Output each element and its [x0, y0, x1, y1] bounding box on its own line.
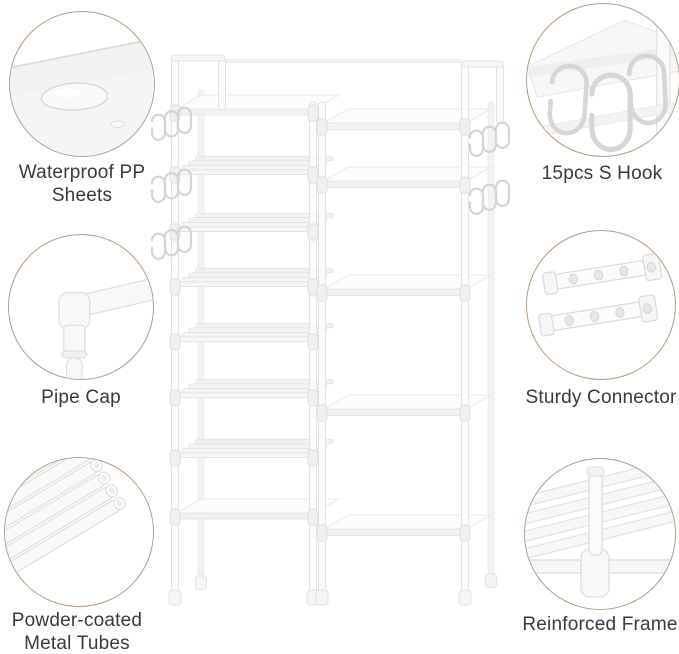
- s-hook-icon: [527, 5, 679, 156]
- feature-circle: [526, 3, 679, 157]
- feature-label: Sturdy Connector: [525, 387, 677, 408]
- feature-circle: [526, 230, 676, 380]
- powder-coated-metal-tubes-icon: [5, 458, 126, 597]
- sturdy-connector-icon: [538, 252, 663, 337]
- feature-label: Pipe Cap: [41, 387, 121, 408]
- feature-circle: [8, 234, 154, 380]
- feature-label: Powder-coated Metal Tubes: [11, 610, 143, 654]
- feature-circle: [9, 11, 155, 157]
- reinforced-frame-icon: [525, 459, 675, 598]
- feature-label: Reinforced Frame: [522, 614, 678, 635]
- shoe-rack-illustration: [150, 54, 511, 606]
- feature-circle: [524, 458, 676, 610]
- waterproof-pp-sheet-icon: [10, 37, 154, 156]
- feature-circle: [4, 457, 154, 607]
- feature-label: Waterproof PP Sheets: [18, 162, 146, 207]
- pipe-cap-icon: [58, 274, 153, 379]
- feature-label: 15pcs S Hook: [541, 163, 663, 184]
